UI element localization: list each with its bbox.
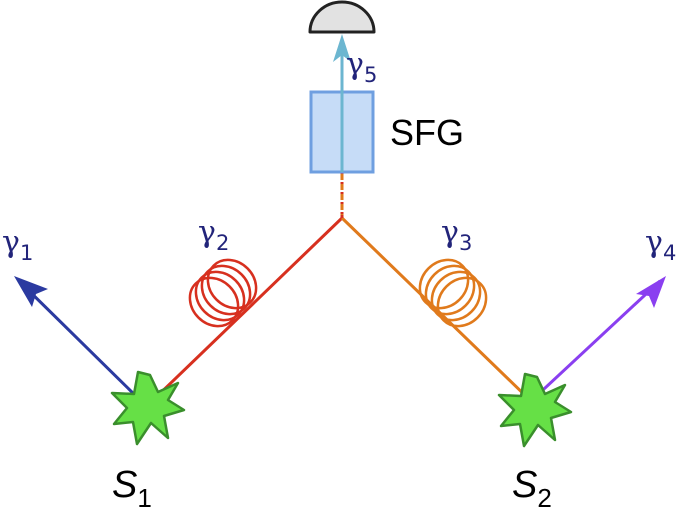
gamma3-fiber-coil [418, 258, 488, 328]
gamma4-arrow [528, 276, 666, 404]
gamma1-label: γ1 [2, 225, 33, 265]
gamma1-arrow [14, 276, 142, 402]
gamma4-label: γ4 [645, 225, 676, 265]
detector-icon [308, 0, 376, 34]
source-1-star-icon [110, 370, 186, 446]
gamma2-label: γ2 [198, 215, 229, 255]
sfg-label: SFG [390, 112, 464, 153]
source-2-label: S2 [512, 464, 552, 513]
gamma5-arrow [333, 34, 351, 172]
gamma3-fiber [340, 216, 534, 404]
gamma2-fiber [146, 216, 344, 407]
source-2-star-icon [497, 372, 573, 448]
gamma5-label: γ5 [346, 47, 377, 87]
gamma3-label: γ3 [441, 215, 472, 255]
gamma2-fiber-coil [188, 258, 258, 328]
source-1-label: S1 [112, 464, 152, 513]
